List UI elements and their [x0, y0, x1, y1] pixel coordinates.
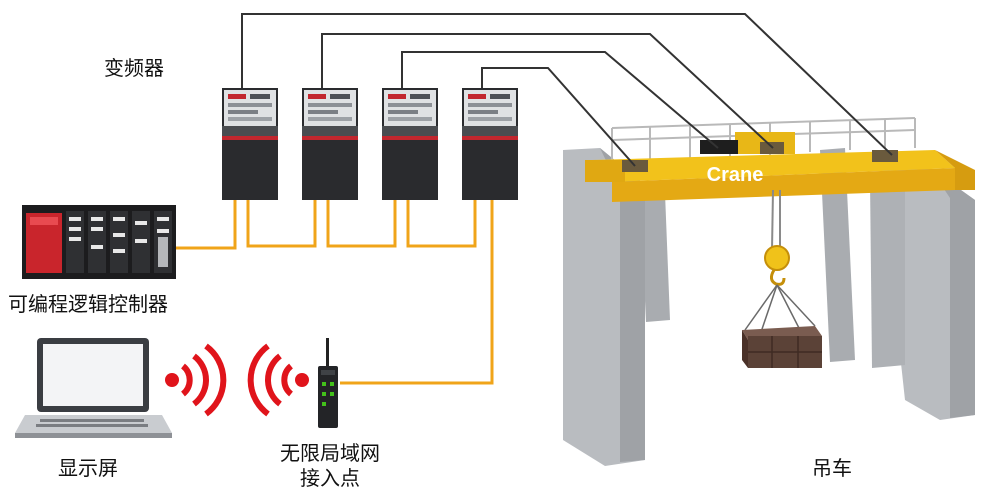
crane-illustration: Crane — [563, 117, 975, 466]
network-cables — [175, 200, 494, 385]
inverter-cabinet-icon — [462, 88, 518, 200]
inverter-cabinet-icon — [382, 88, 438, 200]
inverter-cabinets — [222, 88, 518, 200]
inverter-cabinet-icon — [222, 88, 278, 200]
crane-column-back-left — [640, 193, 670, 322]
wifi-signal-icon — [165, 343, 227, 417]
wifi-signal-icon — [247, 343, 309, 417]
display-label: 显示屏 — [58, 456, 118, 480]
crane-column-back-right — [820, 148, 855, 362]
wireless-access-point-icon — [318, 338, 338, 428]
wlan-label-line2: 接入点 — [300, 466, 360, 490]
inverter-cabinet-icon — [302, 88, 358, 200]
inverter-label: 变频器 — [104, 56, 164, 80]
plc-label: 可编程逻辑控制器 — [8, 292, 168, 316]
laptop-icon — [15, 338, 172, 438]
signal-wires — [241, 13, 893, 167]
plc-rack-icon — [22, 205, 176, 279]
crane-beam-label: Crane — [707, 164, 764, 186]
slings — [744, 284, 816, 336]
crane-girder-top — [592, 150, 955, 182]
hoist-ropes — [771, 189, 781, 251]
hook-icon — [769, 269, 786, 286]
hook-block — [764, 245, 790, 271]
wlan-label-line1: 无限局域网 — [280, 441, 380, 465]
crane-girder — [612, 168, 955, 202]
crane-label: 吊车 — [812, 456, 852, 480]
